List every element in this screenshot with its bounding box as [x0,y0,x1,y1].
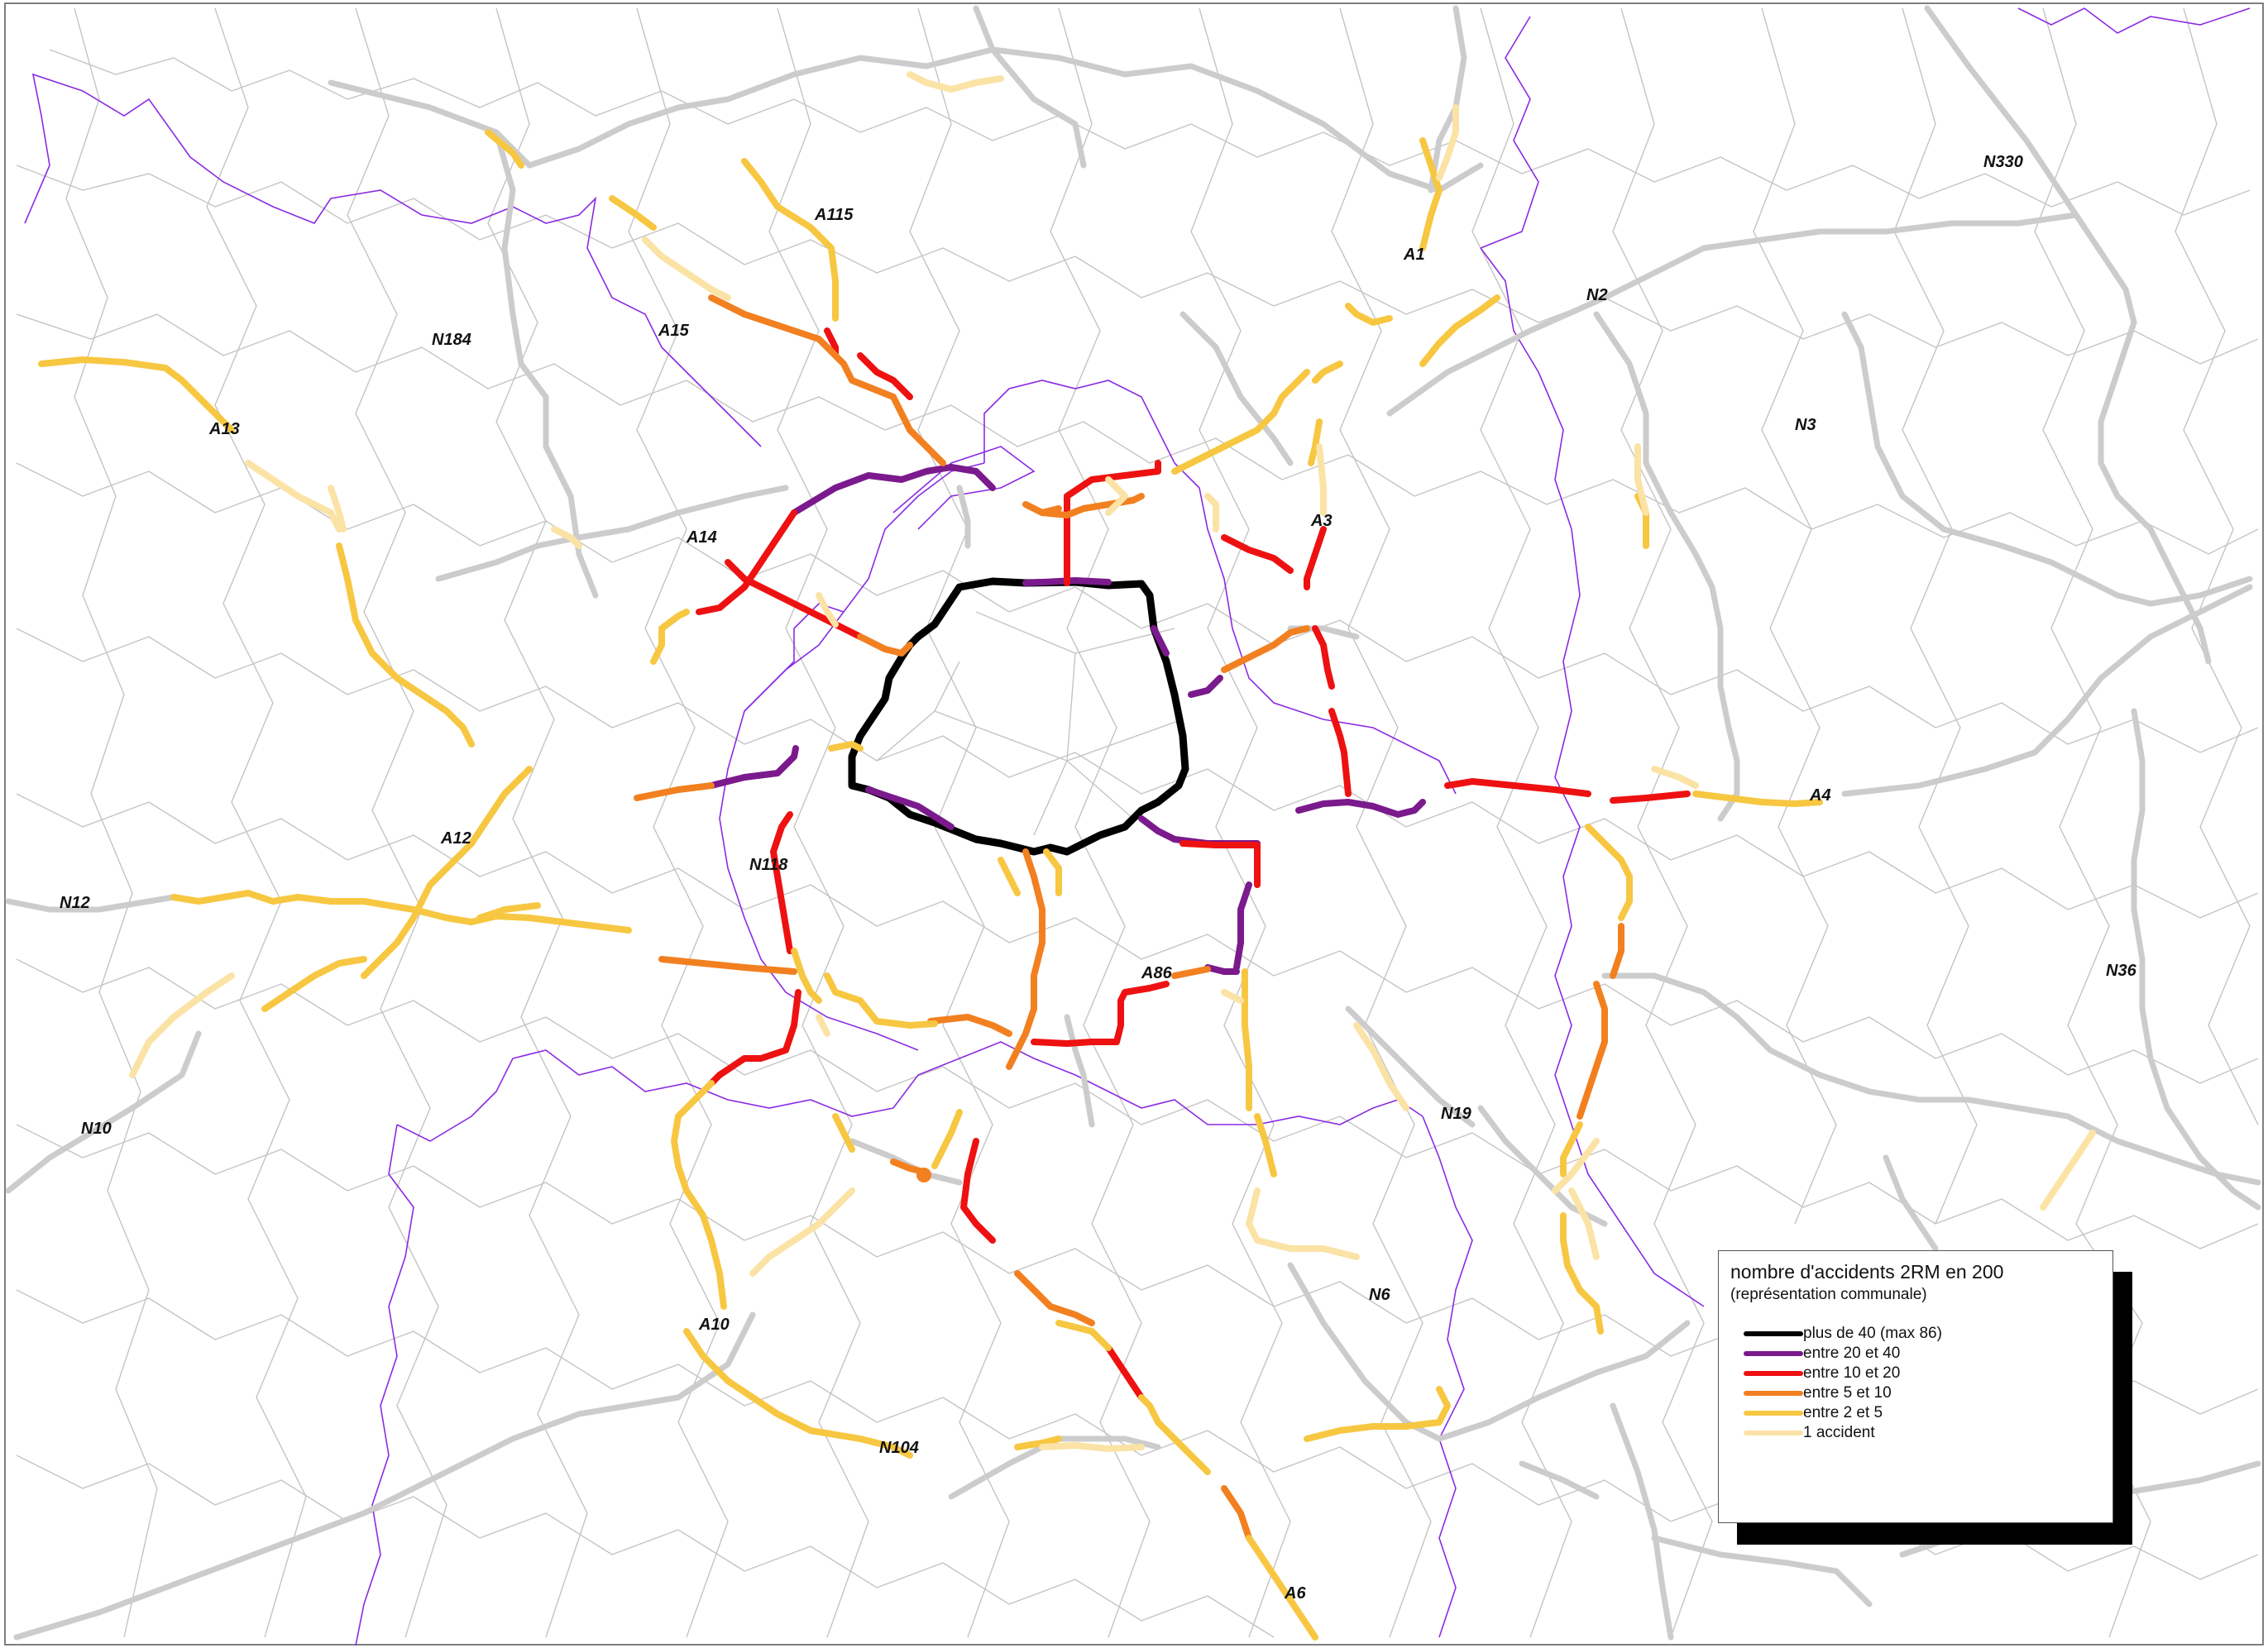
road-label-n2: N2 [1586,286,1608,304]
legend-label: 1 accident [1803,1424,1875,1441]
road-label-n3: N3 [1795,416,1816,434]
road-label-n6: N6 [1369,1286,1390,1304]
road-label-n104: N104 [879,1439,919,1457]
legend-swatch [1744,1351,1803,1356]
road-label-a86: A86 [1141,964,1173,982]
legend-swatch [1744,1371,1803,1376]
legend-subtitle: (représentation communale) [1730,1286,1927,1303]
road-label-n12: N12 [60,894,90,912]
legend-label: plus de 40 (max 86) [1803,1325,1942,1342]
legend-item-plus-de-40: plus de 40 (max 86) [1744,1324,1942,1344]
road-label-a13: A13 [208,420,240,438]
legend-swatch [1744,1431,1803,1435]
commune-borders [16,7,2259,1638]
legend-label: entre 20 et 40 [1803,1345,1901,1362]
road-label-n330: N330 [1983,153,2023,171]
base-road-network [5,5,2261,1641]
department-borders [24,7,2251,1646]
legend-label: entre 10 et 20 [1803,1364,1901,1382]
legend-title: nombre d'accidents 2RM en 200 [1730,1261,2004,1283]
road-label-a3: A3 [1310,512,1333,530]
road-label-a6: A6 [1284,1584,1306,1603]
legend-swatch [1744,1411,1803,1416]
road-label-n184: N184 [432,331,471,349]
legend-item-entre-20-et-40: entre 20 et 40 [1744,1344,1900,1364]
road-label-n19: N19 [1441,1105,1472,1123]
legend-item-entre-2-et-5: entre 2 et 5 [1744,1403,1883,1423]
legend-label: entre 5 et 10 [1803,1384,1892,1402]
legend-label: entre 2 et 5 [1803,1404,1883,1421]
legend-swatch [1744,1391,1803,1396]
road-label-a4: A4 [1809,786,1831,805]
legend-item-1-accident: 1 accident [1744,1423,1875,1443]
road-label-a12: A12 [440,829,471,848]
road-label-a14: A14 [686,528,717,547]
legend-item-entre-5-et-10: entre 5 et 10 [1744,1383,1892,1403]
accident-segments [38,71,2096,1641]
road-labels: A115 A1 N330 N2 N184 A15 A13 N3 A3 A14 A… [60,153,2137,1603]
road-label-n118: N118 [749,856,788,874]
map-legend: nombre d'accidents 2RM en 200 (représent… [1718,1250,2113,1523]
legend-item-entre-10-et-20: entre 10 et 20 [1744,1364,1900,1383]
legend-swatch [1744,1331,1803,1336]
road-label-a115: A115 [814,206,854,224]
road-label-a1: A1 [1403,246,1425,264]
road-label-n10: N10 [81,1120,112,1138]
road-label-a10: A10 [698,1316,730,1334]
road-label-n36: N36 [2106,962,2137,980]
road-label-a15: A15 [658,322,690,340]
